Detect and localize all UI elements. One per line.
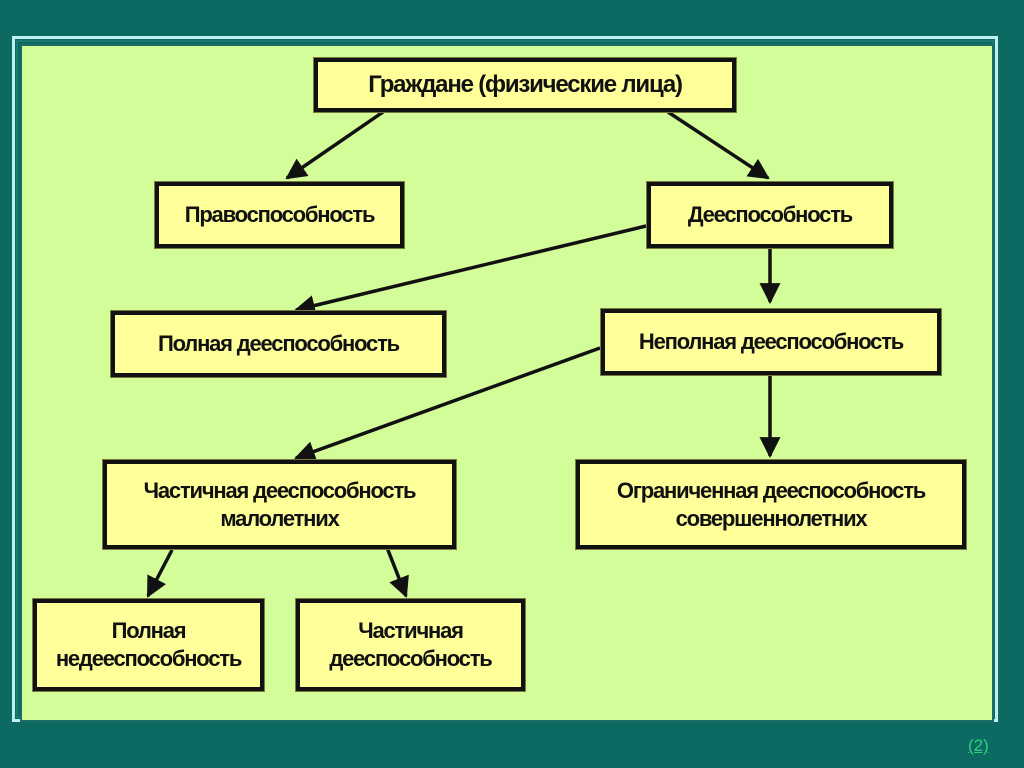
arrow (285, 110, 384, 180)
node-citizens: Граждане (физические лица) (314, 58, 736, 112)
node-label: малолетних (220, 505, 339, 531)
node-label: Дееспособность (687, 202, 853, 227)
node-label: Неполная дееспособность (638, 329, 904, 354)
node-label: совершеннолетних (675, 505, 868, 531)
node-label: Ограниченная дееспособность (616, 477, 926, 503)
node-label: дееспособность (329, 646, 492, 671)
node-label: Частичная дееспособность (143, 477, 417, 503)
arrow (384, 544, 409, 598)
arrow (146, 549, 174, 598)
node-label: Полная дееспособность (157, 331, 400, 356)
arrow (667, 110, 770, 180)
node-label: недееспособность (55, 646, 243, 671)
arrow (293, 224, 647, 316)
node-full-capacity: Полная дееспособность (111, 311, 446, 377)
node-label: Полная (111, 618, 187, 643)
page-link[interactable]: (2) (968, 736, 989, 755)
arrow (294, 346, 601, 462)
node-incapacity: Полная недееспособность (33, 599, 264, 691)
node-capacity: Дееспособность (647, 182, 893, 248)
node-label: Частичная (358, 618, 464, 643)
node-label: Граждане (физические лица) (368, 71, 683, 98)
node-partial: Частичная дееспособность (296, 599, 525, 691)
node-partial-capacity: Неполная дееспособность (601, 309, 941, 375)
node-label: Правоспособность (184, 202, 376, 227)
node-legal-capacity: Правоспособность (155, 182, 404, 248)
